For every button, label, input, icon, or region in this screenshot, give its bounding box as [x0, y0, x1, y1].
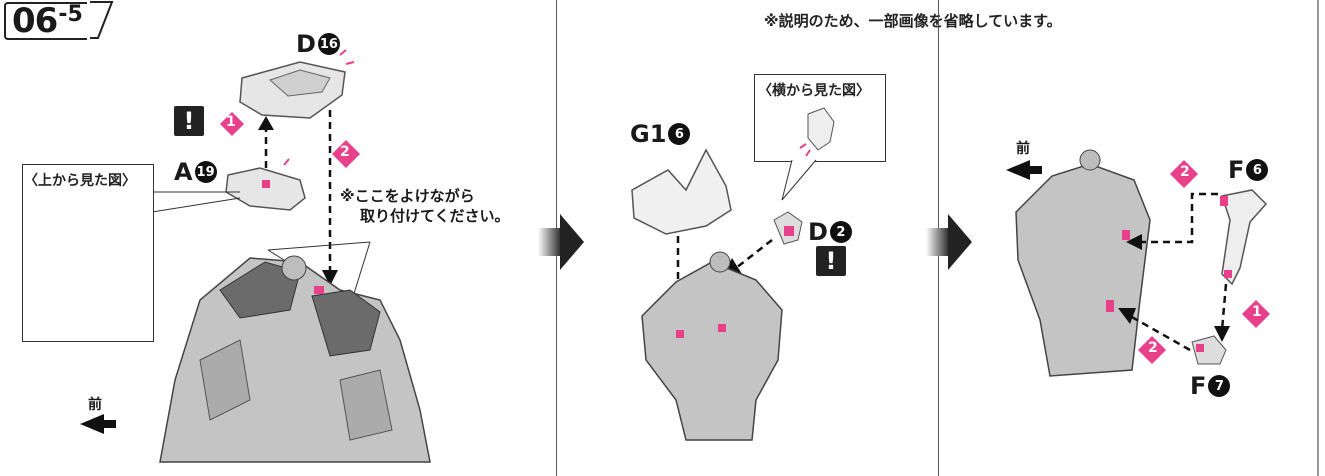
caution-text-line2: 取り付けてください。: [360, 207, 510, 225]
panel2-illustration: [631, 107, 835, 441]
order-number-1: 1: [226, 114, 236, 130]
robot-body-shape: [159, 255, 431, 463]
step-number: 06: [12, 1, 58, 41]
caution-mark-2: !: [816, 246, 846, 276]
order-number-3-2a: 2: [1180, 164, 1190, 180]
top-view-label: 〈上から見た図〉: [24, 173, 136, 189]
page-edge-line: [1317, 0, 1319, 476]
part-d16-shape: [239, 49, 355, 119]
order-number-3-2b: 2: [1148, 340, 1158, 356]
front-label: 前: [88, 397, 102, 413]
side-view-label: 〈横から見た図〉: [758, 83, 870, 99]
side-view-part: [799, 107, 835, 157]
front-label-3: 前: [1016, 141, 1030, 157]
caution-mark: !: [174, 106, 204, 136]
step-number-badge: 06 -5: [4, 2, 87, 40]
omission-note: ※説明のため、一部画像を省略しています。: [764, 12, 1062, 30]
next-step-arrow-1: [538, 214, 584, 270]
panel3-illustration: [1006, 149, 1270, 377]
step-sub-number: -5: [58, 2, 83, 27]
next-step-arrow-2: [926, 214, 972, 270]
order-number-3-1: 1: [1252, 304, 1262, 320]
part-a19-shape: [225, 158, 306, 211]
top-view-box: [22, 164, 154, 342]
caution-text-line1: ※ここをよけながら: [340, 187, 475, 205]
order-number-2: 2: [340, 144, 350, 160]
step-badge-slash: [90, 1, 114, 39]
